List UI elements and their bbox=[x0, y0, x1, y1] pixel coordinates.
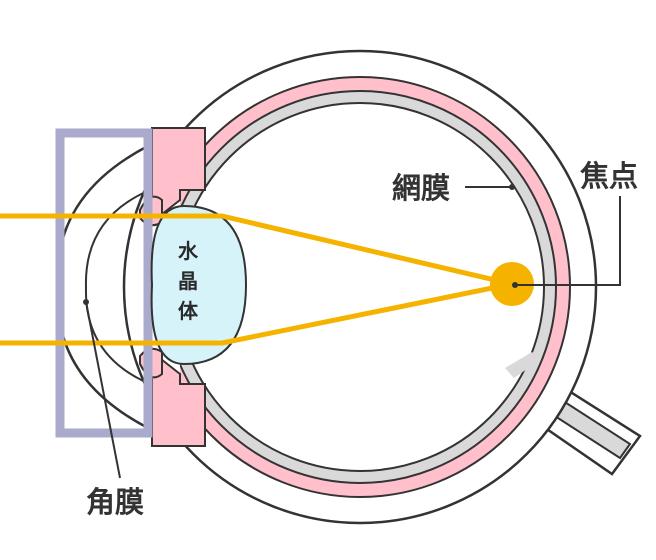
lens-label-1: 水 bbox=[178, 239, 199, 263]
cornea-leader-dot bbox=[83, 299, 89, 305]
light-ray-upper bbox=[0, 213, 513, 287]
cornea-highlight-box bbox=[55, 128, 153, 438]
focus-label: 焦点 bbox=[580, 159, 638, 193]
focal-point bbox=[490, 262, 534, 306]
cornea-inner bbox=[84, 189, 151, 385]
focus-leader bbox=[515, 196, 621, 286]
retina-leader-dot bbox=[509, 184, 515, 190]
cornea-label: 角膜 bbox=[86, 485, 144, 519]
light-ray-lower bbox=[0, 281, 513, 346]
cornea-leader bbox=[85, 301, 121, 479]
lens bbox=[150, 204, 248, 366]
optic-nerve-channel bbox=[505, 352, 540, 378]
retina-label: 網膜 bbox=[392, 171, 450, 205]
lens-label-3: 体 bbox=[178, 299, 199, 323]
lens-label-2: 晶 bbox=[178, 269, 198, 293]
